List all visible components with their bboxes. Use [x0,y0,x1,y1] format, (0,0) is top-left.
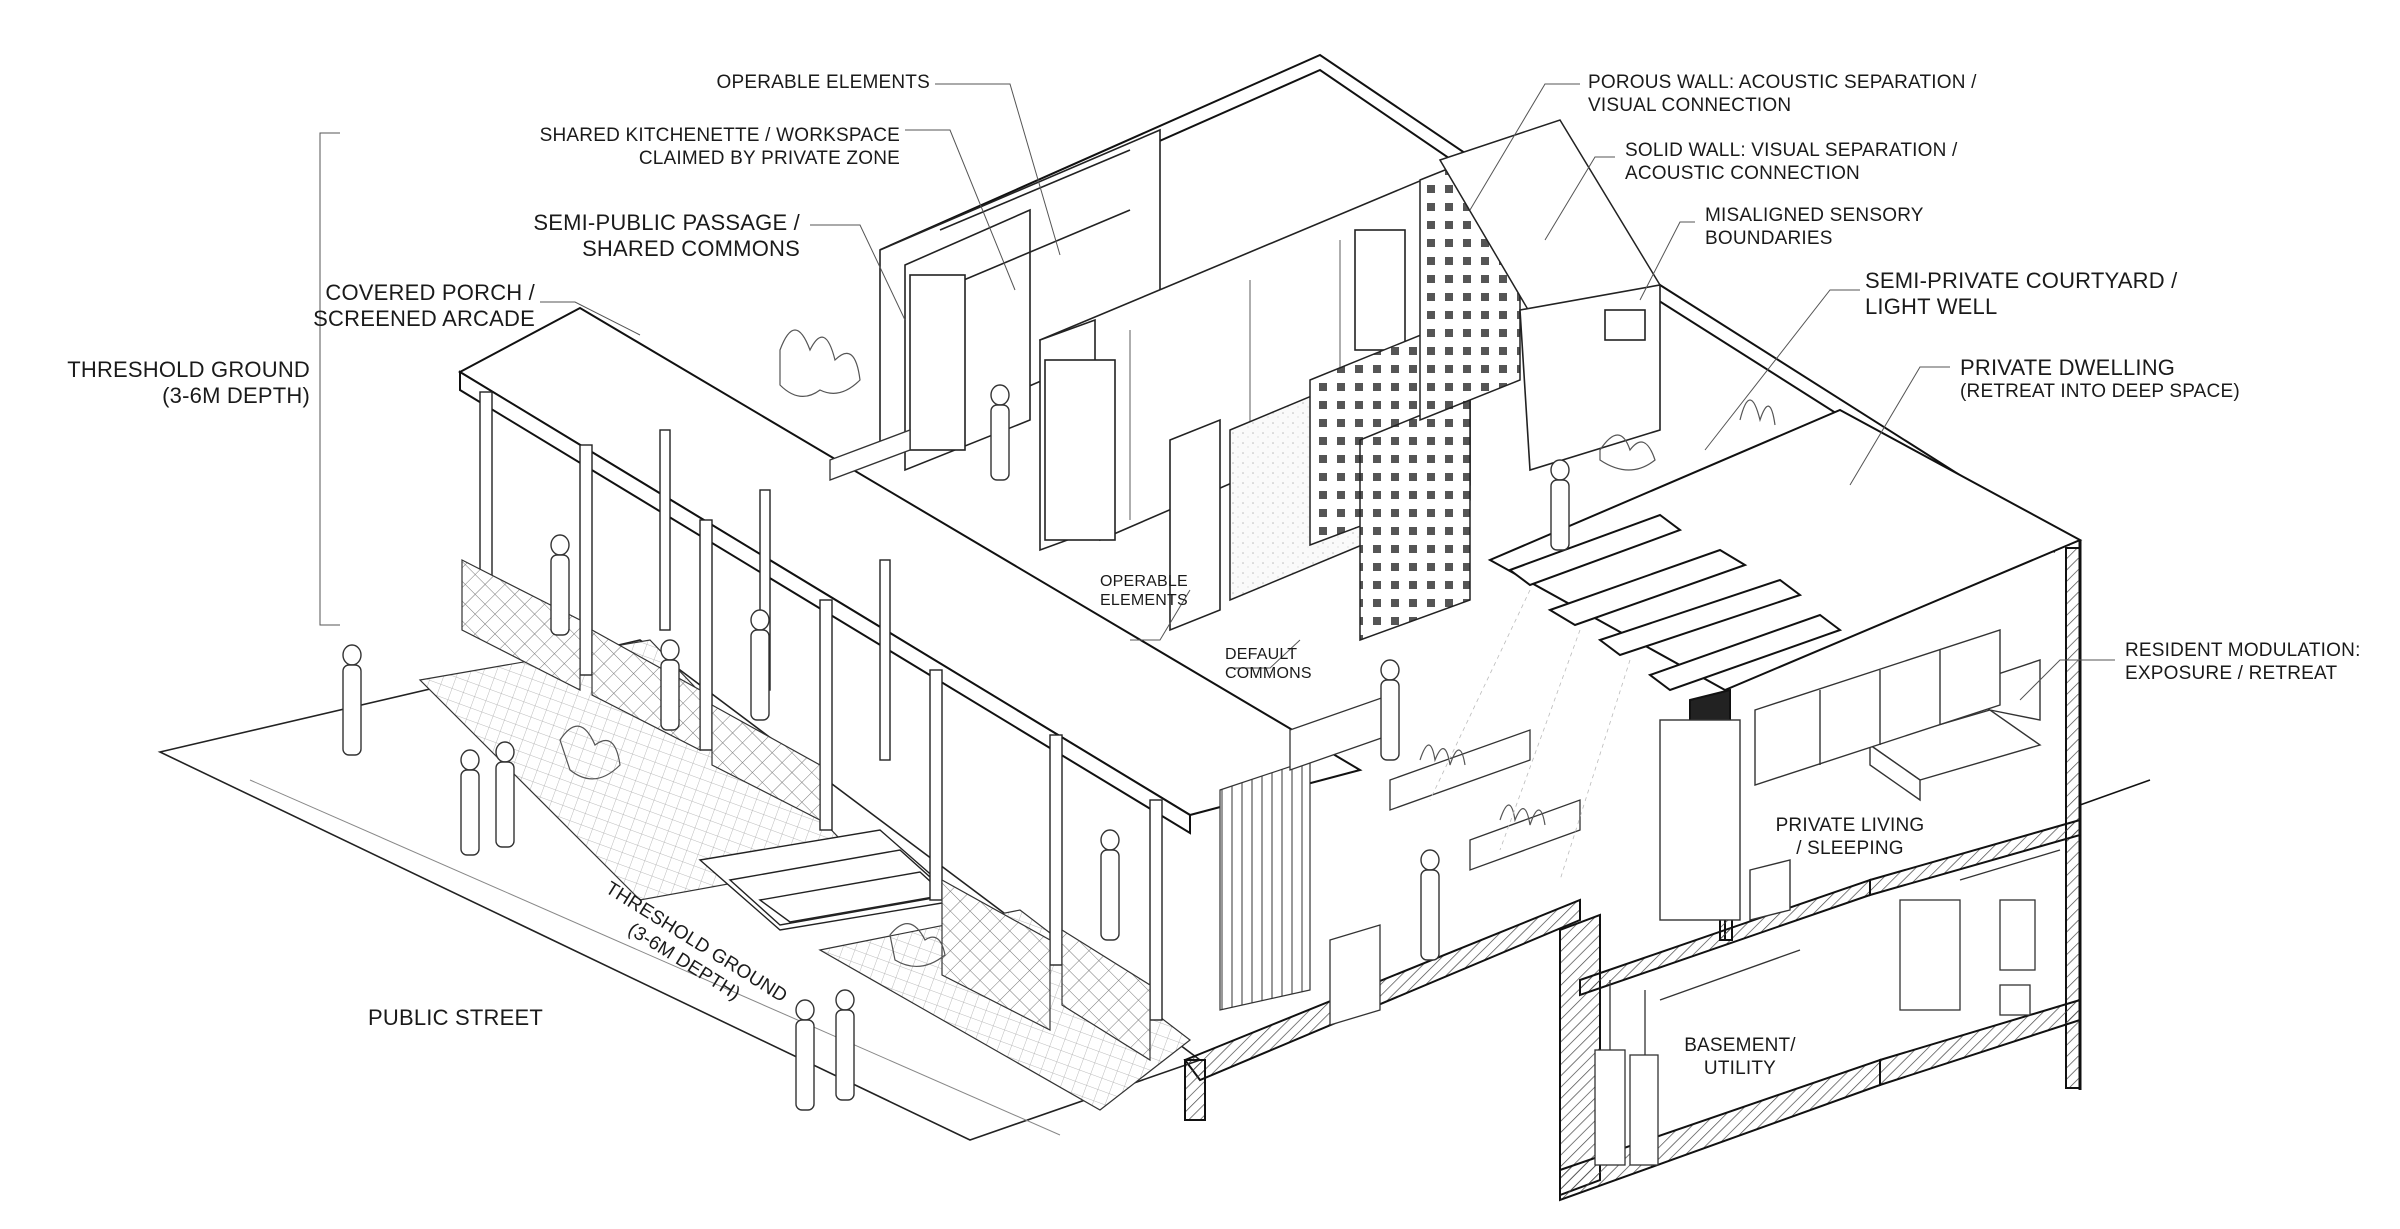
human-figures [342,384,1570,1111]
porous-wall [1229,119,1662,642]
plants [559,329,1776,967]
label-solid-wall: SOLID WALL: VISUAL SEPARATION / ACOUSTIC… [1625,140,1958,184]
label-semi-public-passage: SEMI-PUBLIC PASSAGE / SHARED COMMONS [533,210,800,262]
porch-columns [479,391,1163,1021]
label-porous-wall: POROUS WALL: ACOUSTIC SEPARATION / VISUA… [1588,72,1977,116]
label-public-street: PUBLIC STREET [368,1005,543,1030]
label-misaligned-boundaries: MISALIGNED SENSORY BOUNDARIES [1705,205,1924,249]
label-covered-porch: COVERED PORCH / SCREENED ARCADE [313,280,535,332]
label-operable-elements-mid: OPERABLE ELEMENTS [1100,573,1188,610]
annotation-leaders [319,83,2115,701]
label-threshold-ground-left: THRESHOLD GROUND (3-6m DEPTH) [67,357,310,409]
label-operable-elements-top: OPERABLE ELEMENTS [716,72,930,93]
label-resident-modulation: RESIDENT MODULATION: EXPOSURE / RETREAT [2125,640,2361,684]
label-default-commons: DEFAULT COMMONS [1225,646,1312,683]
light-rays [1429,589,1631,881]
label-semi-private-courtyard: SEMI-PRIVATE COURTYARD / LIGHT WELL [1865,268,2178,320]
building-volume [879,53,2151,1090]
light-well-slabs [1507,513,1843,732]
planters [829,429,1581,1026]
bedroom-furniture [1659,629,2042,921]
label-basement-utility: BASEMENT/ UTILITY [1684,1035,1796,1079]
basement-equipment [1594,849,2061,1166]
label-private-dwelling: PRIVATE DWELLING (RETREAT INTO DEEP SPAC… [1960,355,2240,403]
label-shared-kitchenette: SHARED KITCHENETTE / WORKSPACE CLAIMED B… [539,125,900,169]
label-private-living: PRIVATE LIVING / SLEEPING [1775,815,1925,859]
corridor-walls [1039,158,1471,632]
solid-wall [1519,284,1661,472]
